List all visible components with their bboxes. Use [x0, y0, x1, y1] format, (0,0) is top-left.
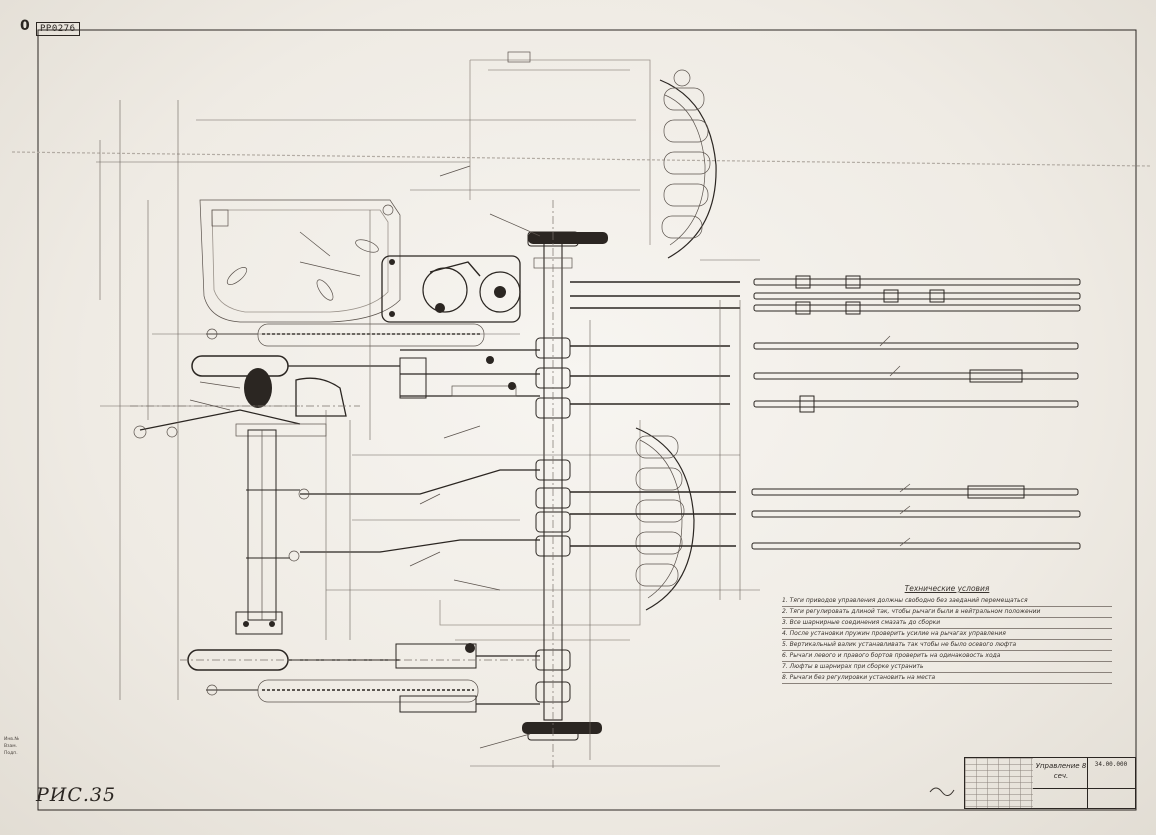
dimension-lines — [96, 100, 760, 767]
lower-lever-assembly — [187, 643, 540, 713]
title-block-rule — [1033, 788, 1135, 789]
upper-lever-assembly — [133, 323, 540, 439]
note-item: 3. Все шарнирные соединения смазать до с… — [782, 618, 1112, 629]
title-block-name: Управление 8 сеч. — [1035, 762, 1087, 780]
track-sprocket-top — [659, 69, 717, 259]
signature-mark — [929, 787, 955, 796]
drawing-frame — [37, 29, 1137, 811]
note-item: 7. Люфты в шарнирах при сборке устранить — [782, 662, 1112, 673]
left-bracket — [235, 429, 300, 635]
figure-label: РИС.35 — [36, 784, 117, 806]
note-item: 8. Рычаги без регулировки установить на … — [782, 673, 1112, 684]
control-rods — [570, 275, 1081, 550]
title-block-grid — [965, 758, 1033, 808]
notes-title: Технические условия — [904, 584, 990, 593]
margin-text: Инв.№ — [4, 737, 20, 742]
centre-lines — [130, 200, 554, 770]
sheet-id-label: PP0276 — [36, 22, 80, 36]
title-block: Управление 8 сеч. 34.00.000 — [964, 757, 1136, 809]
notes-list: 1. Тяги приводов управления должны свобо… — [782, 596, 1112, 684]
margin-text: Взам. — [4, 744, 18, 749]
note-item: 4. После установки пружин проверить усил… — [782, 629, 1112, 640]
margin-text: Подп. — [4, 751, 18, 756]
part-callouts — [189, 165, 911, 749]
note-item: 6. Рычаги левого и правого бортов провер… — [782, 651, 1112, 662]
title-block-code: 34.00.000 — [1094, 761, 1128, 768]
left-margin-stamp: Инв.№ Взам. Подп. — [4, 736, 32, 757]
gearbox-housing — [199, 199, 401, 323]
corner-mark: 0 — [20, 18, 30, 34]
technical-notes: Технические условия 1. Тяги приводов упр… — [782, 584, 1112, 684]
link-rods — [288, 469, 540, 562]
hull-outline — [439, 51, 651, 641]
paper-fold — [11, 151, 1151, 167]
note-item: 2. Тяги регулировать длиной так, чтобы р… — [782, 607, 1112, 618]
note-item: 5. Вертикальный валик устанавливать так … — [782, 640, 1112, 651]
title-block-divider — [1087, 758, 1088, 808]
brake-mechanism — [381, 255, 521, 323]
note-item: 1. Тяги приводов управления должны свобо… — [782, 596, 1112, 607]
